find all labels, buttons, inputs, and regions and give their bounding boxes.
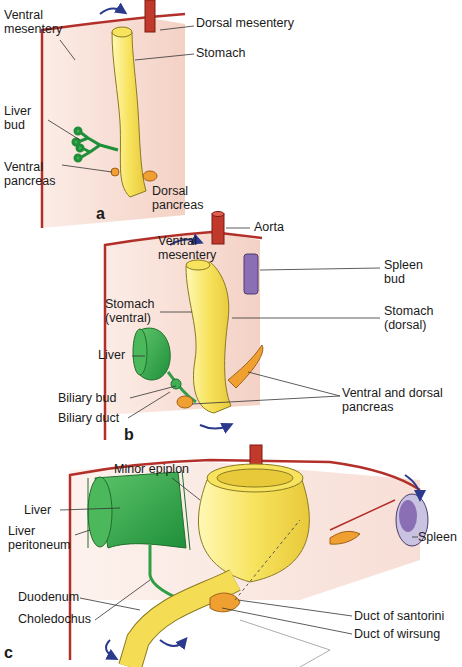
structure-label: Minor epiplon (114, 462, 224, 476)
structure-label: Dorsal mesentery (196, 16, 316, 30)
structure-label: Spleen bud (384, 258, 444, 286)
structure-label: Liver (24, 503, 64, 517)
structure-label: Ventral mesentery (4, 8, 74, 36)
structure-label: Liver bud (4, 104, 54, 132)
structure-label: Ventral pancreas (4, 160, 66, 188)
structure-label: Choledochus (18, 612, 108, 626)
structure-label: Liver peritoneum (8, 524, 74, 552)
panel-letter: c (4, 644, 24, 662)
panel-letter: b (124, 426, 144, 444)
structure-label: Stomach (dorsal) (384, 304, 446, 332)
structure-label: Stomach (ventral) (105, 297, 165, 325)
structure-label: Aorta (254, 220, 314, 234)
structure-label: Dorsal pancreas (152, 184, 214, 212)
structure-label: Ventral mesentery (158, 234, 228, 262)
structure-label: Ventral and dorsal pancreas (342, 386, 460, 414)
structure-label: Duct of santorini (354, 609, 462, 623)
structure-label: Liver (98, 348, 138, 362)
structure-label: Duodenum (18, 590, 108, 604)
panel-letter: a (96, 205, 116, 223)
structure-label: Biliary bud (58, 391, 148, 405)
structure-label: Duct of wirsung (354, 627, 462, 641)
structure-label: Stomach (196, 46, 276, 60)
structure-label: Biliary duct (58, 411, 148, 425)
structure-label: Spleen (418, 530, 462, 544)
